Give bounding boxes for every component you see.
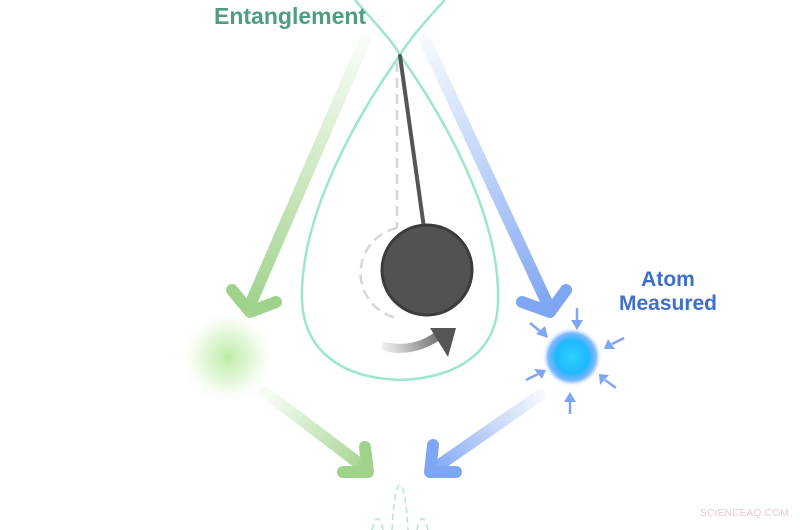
measured-atom <box>525 308 625 414</box>
pendulum-string <box>398 54 426 230</box>
pendulum-ghost-bob <box>359 226 398 320</box>
atom-measured-label: Atom Measured <box>606 268 730 316</box>
entanglement-label: Entanglement <box>214 3 367 29</box>
inward-arrows <box>525 308 625 414</box>
pendulum-bob <box>380 223 474 317</box>
swing-arrow-curve <box>380 330 443 353</box>
swing-arrow-head <box>430 328 456 357</box>
atom-label-line2: Measured <box>618 292 718 315</box>
pendulum <box>359 54 474 357</box>
atom-glow <box>542 327 602 387</box>
watermark: SCIENCEAQ.COM <box>700 508 789 519</box>
unmeasured-state-glow <box>178 307 278 407</box>
green-arrow-bottom <box>259 386 374 478</box>
green-arrow-top <box>226 34 371 318</box>
outcome-waveform <box>371 484 429 530</box>
blue-arrow-bottom <box>424 389 546 478</box>
blue-arrow-top <box>419 34 572 318</box>
atom-label-line1: Atom <box>641 268 695 291</box>
entanglement-loop <box>300 0 500 382</box>
